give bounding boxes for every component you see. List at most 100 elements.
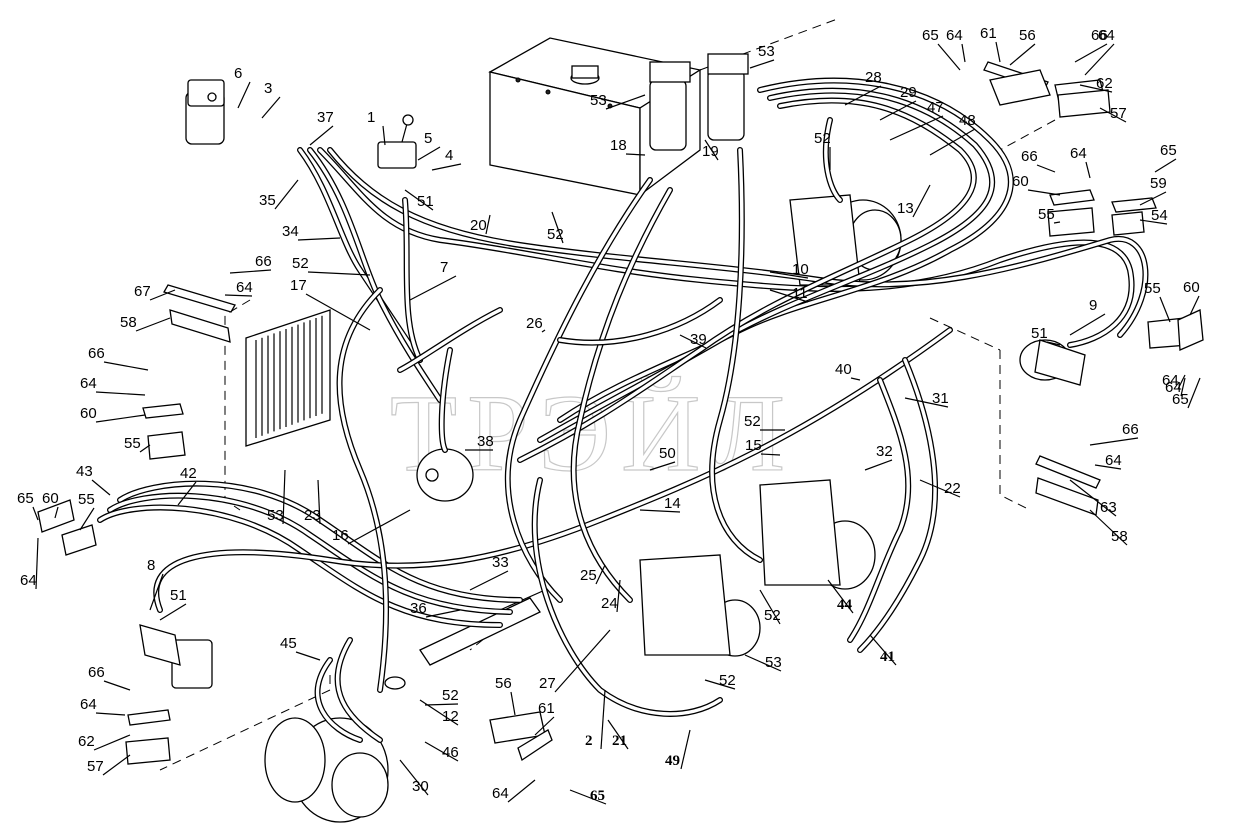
callout-64d: 64 — [236, 279, 253, 296]
hose-line — [848, 378, 910, 642]
callout-28: 28 — [865, 69, 882, 86]
callout-64f: 64 — [1165, 379, 1182, 396]
leader-line-10 — [769, 271, 809, 279]
callout-53c: 53 — [267, 507, 284, 524]
callout-13: 13 — [897, 200, 914, 217]
leader-line-59 — [1139, 191, 1167, 206]
callout-57a: 57 — [1110, 105, 1127, 122]
callout-16: 16 — [332, 527, 349, 544]
callout-56a: 56 — [1019, 27, 1036, 44]
hose-line — [336, 287, 389, 693]
hose-line — [571, 188, 672, 602]
leader-line-39 — [679, 334, 707, 349]
callout-52b: 52 — [547, 226, 564, 243]
leader-line-64e — [95, 391, 146, 396]
callout-55c: 55 — [124, 435, 141, 452]
hose-line — [506, 178, 652, 602]
leader-line-4 — [431, 163, 462, 171]
callout-24: 24 — [601, 595, 618, 612]
callout-45: 45 — [280, 635, 297, 652]
return-filters — [649, 53, 749, 151]
callout-56b: 56 — [495, 675, 512, 692]
leader-line-43 — [91, 479, 111, 496]
callout-1: 1 — [367, 109, 375, 126]
leader-line-7 — [409, 275, 457, 301]
leader-line-8 — [149, 573, 164, 611]
leader-line-6 — [237, 81, 251, 109]
leader-line-17 — [305, 293, 371, 331]
hose-line — [403, 198, 422, 362]
callout-52d: 52 — [744, 413, 761, 430]
callout-64j: 64 — [1162, 372, 1179, 389]
leader-line-41 — [869, 634, 897, 666]
callout-55d: 55 — [78, 491, 95, 508]
leader-line-60a — [1027, 189, 1061, 196]
hose-lines — [97, 77, 1149, 743]
callout-41: 41 — [880, 649, 895, 665]
callout-23: 23 — [304, 507, 321, 524]
callout-52f: 52 — [719, 672, 736, 689]
callout-64c: 64 — [1070, 145, 1087, 162]
callout-10: 10 — [792, 261, 809, 278]
leader-line-62a — [1079, 84, 1113, 93]
leader-line-50 — [649, 461, 676, 471]
leader-line-15 — [760, 453, 781, 456]
callout-65d: 65 — [17, 490, 34, 507]
leader-line-65c — [1187, 377, 1201, 409]
callout-58a: 58 — [120, 314, 137, 331]
callout-17: 17 — [290, 277, 307, 294]
control-valve — [377, 114, 417, 169]
callout-53d: 53 — [765, 654, 782, 671]
callout-51b: 51 — [1031, 325, 1048, 342]
leader-line-52a — [307, 271, 371, 276]
oil-cooler — [245, 309, 331, 447]
leader-line-9 — [1069, 313, 1106, 336]
leader-line-64k — [507, 779, 536, 803]
hose-line — [558, 78, 1013, 422]
hose-line — [337, 288, 388, 692]
leader-line-64h — [35, 537, 39, 590]
leader-line-22 — [919, 479, 961, 498]
callout-55b: 55 — [1144, 280, 1161, 297]
callout-51a: 51 — [417, 193, 434, 210]
hose-line — [336, 638, 382, 742]
leader-line-64f — [1180, 377, 1186, 397]
callout-31: 31 — [932, 390, 949, 407]
callout-27: 27 — [539, 675, 556, 692]
leader-line-30 — [399, 759, 429, 796]
leader-line-53a — [605, 94, 646, 110]
callout-64i: 64 — [80, 696, 97, 713]
callout-35: 35 — [259, 192, 276, 209]
leader-line-53d — [744, 654, 782, 672]
leader-line-3 — [261, 96, 281, 119]
leader-line-52g — [424, 703, 459, 706]
callout-52g: 52 — [442, 687, 459, 704]
leader-line-33 — [469, 570, 509, 591]
leader-line-42 — [177, 481, 197, 506]
callout-65b: 65 — [1160, 142, 1177, 159]
callout-29: 29 — [900, 84, 917, 101]
callout-11: 11 — [792, 285, 808, 302]
leader-line-5 — [417, 146, 441, 161]
leader-line-31 — [904, 397, 949, 408]
hose-line — [440, 348, 452, 452]
callout-66f: 66 — [88, 664, 105, 681]
leader-line-58b — [1089, 509, 1128, 546]
leader-line-48 — [929, 128, 976, 156]
callout-38: 38 — [477, 433, 494, 450]
leader-line-58a — [135, 317, 171, 332]
callout-25: 25 — [580, 567, 597, 584]
leader-line-66d — [103, 361, 149, 371]
callout-60d: 60 — [42, 490, 59, 507]
hose-line — [316, 658, 362, 742]
callout-46: 46 — [442, 744, 459, 761]
pressure-filter — [416, 448, 474, 502]
callout-20: 20 — [470, 217, 487, 234]
leader-line-51a — [404, 189, 434, 211]
leader-line-44 — [827, 579, 854, 614]
callout-21: 21 — [612, 733, 627, 749]
callout-32: 32 — [876, 443, 893, 460]
leader-line-19 — [704, 139, 719, 161]
callout-52e: 52 — [764, 607, 781, 624]
